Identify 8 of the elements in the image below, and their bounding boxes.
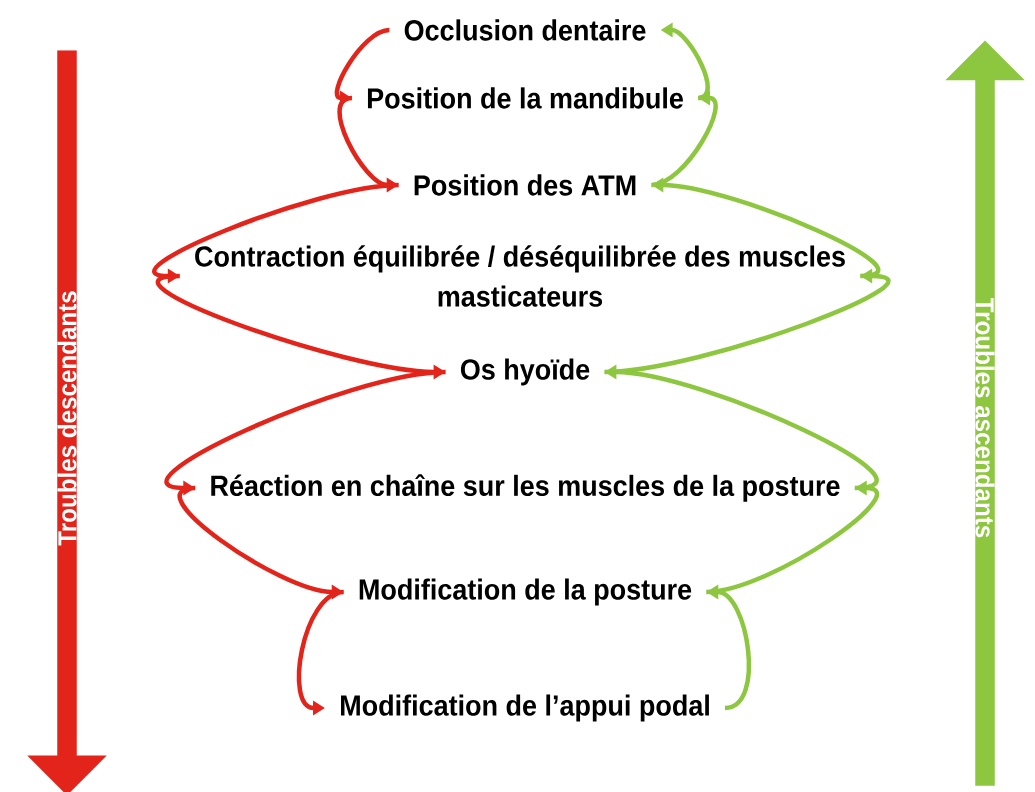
level-label: Os hyoïde bbox=[460, 358, 590, 386]
level-label: Modification de l’appui podal bbox=[341, 694, 709, 722]
level-label: Modification de la posture bbox=[359, 578, 692, 606]
level-label: Contraction équilibrée / déséquilibrée des muscles masticateurs bbox=[195, 245, 845, 307]
level-label: Occlusion dentaire bbox=[404, 19, 646, 41]
level-label: Position de la mandibule bbox=[367, 87, 683, 109]
level-label: Position des ATM bbox=[414, 174, 636, 196]
level-label: Réaction en chaîne sur les muscles de la posture bbox=[211, 474, 840, 502]
